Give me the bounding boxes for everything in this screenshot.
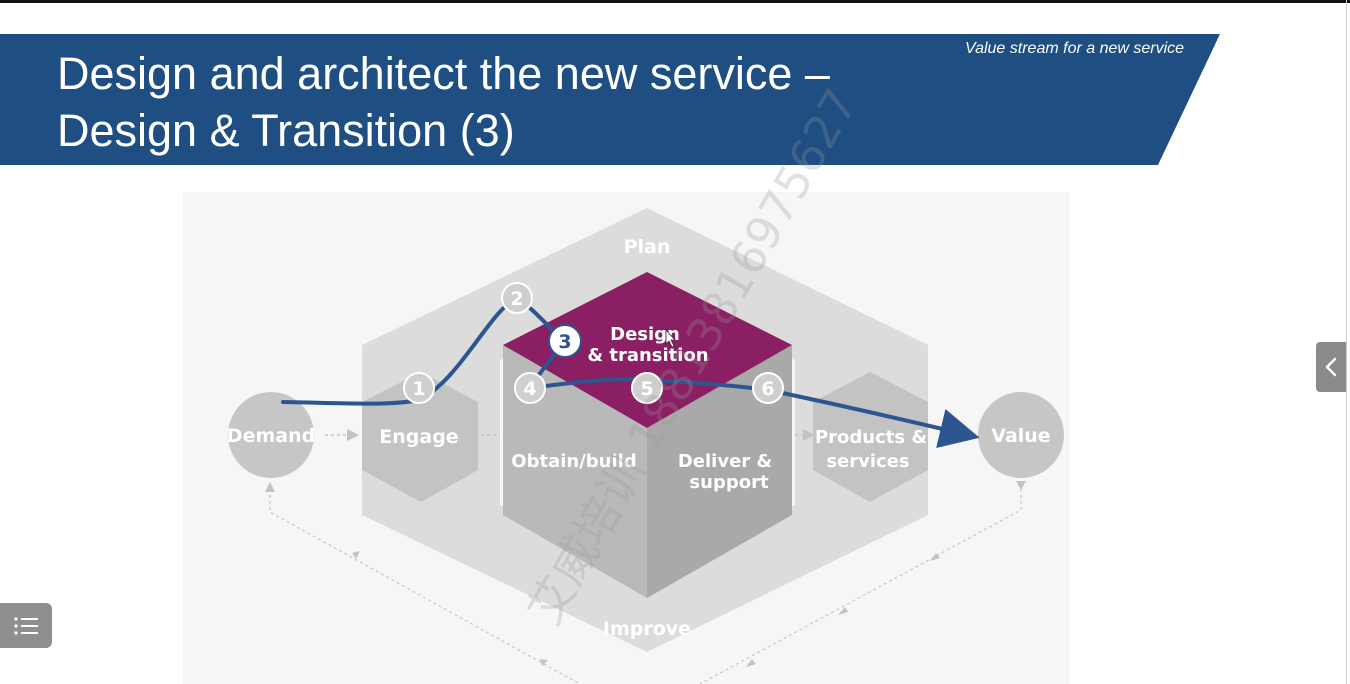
slide-title: Design and architect the new service – D… xyxy=(57,45,830,159)
step-marker-5: 5 xyxy=(631,372,663,404)
improve-loop-tick xyxy=(930,553,940,561)
improve-loop-tick xyxy=(746,659,756,667)
chevron-left-icon xyxy=(1325,357,1337,377)
deliver-support-activity xyxy=(647,345,792,598)
collapse-panel-button[interactable] xyxy=(1316,342,1346,392)
design-transition-activity xyxy=(503,272,792,428)
step-number: 4 xyxy=(523,378,536,400)
slide-menu-button[interactable] xyxy=(0,603,52,648)
demand-label: Demand xyxy=(227,425,315,447)
obtain-build-label: Obtain/build xyxy=(511,451,636,472)
window-top-edge xyxy=(0,0,1350,3)
value-circle xyxy=(978,392,1064,478)
mouse-cursor-icon xyxy=(665,328,676,348)
engage-label: Engage xyxy=(379,426,458,448)
step-marker-2: 2 xyxy=(501,282,533,314)
design-label-line1: Design xyxy=(610,324,680,345)
products-label-line1: Products & xyxy=(815,427,927,448)
demand-circle xyxy=(228,392,314,478)
obtain-build-activity xyxy=(503,345,647,598)
step-number: 2 xyxy=(510,288,523,310)
window-right-edge xyxy=(1346,0,1347,684)
slide-title-line2: Design & Transition (3) xyxy=(57,105,515,156)
improve-label: Improve xyxy=(603,618,691,640)
step-number: 3 xyxy=(558,331,571,353)
slide-subtitle: Value stream for a new service xyxy=(965,40,1185,57)
step-number: 5 xyxy=(640,378,653,400)
list-icon xyxy=(14,616,38,635)
step-number: 6 xyxy=(761,378,774,400)
slide-title-line1: Design and architect the new service – xyxy=(57,48,830,99)
step-marker-4: 4 xyxy=(514,372,546,404)
improve-loop-arrow-up xyxy=(265,482,275,492)
products-label-line2: services xyxy=(826,451,909,472)
plan-improve-frame xyxy=(362,208,928,652)
deliver-label-line1: Deliver & xyxy=(678,451,772,472)
improve-loop-tick xyxy=(540,659,548,666)
design-label-line2: & transition xyxy=(587,345,708,366)
step-number: 1 xyxy=(412,378,425,400)
step-marker-1: 1 xyxy=(403,372,435,404)
plan-label: Plan xyxy=(624,236,671,258)
improve-loop-tick xyxy=(838,607,848,615)
improve-loop-tick xyxy=(352,551,360,559)
step-marker-3-highlighted: 3 xyxy=(548,324,582,358)
improve-loop-right xyxy=(699,483,1022,684)
deliver-label-line2: support xyxy=(689,472,769,493)
step-marker-6: 6 xyxy=(752,372,784,404)
improve-loop-left xyxy=(269,483,581,684)
improve-loop-arrow-down xyxy=(1016,481,1026,490)
value-label: Value xyxy=(991,425,1050,447)
